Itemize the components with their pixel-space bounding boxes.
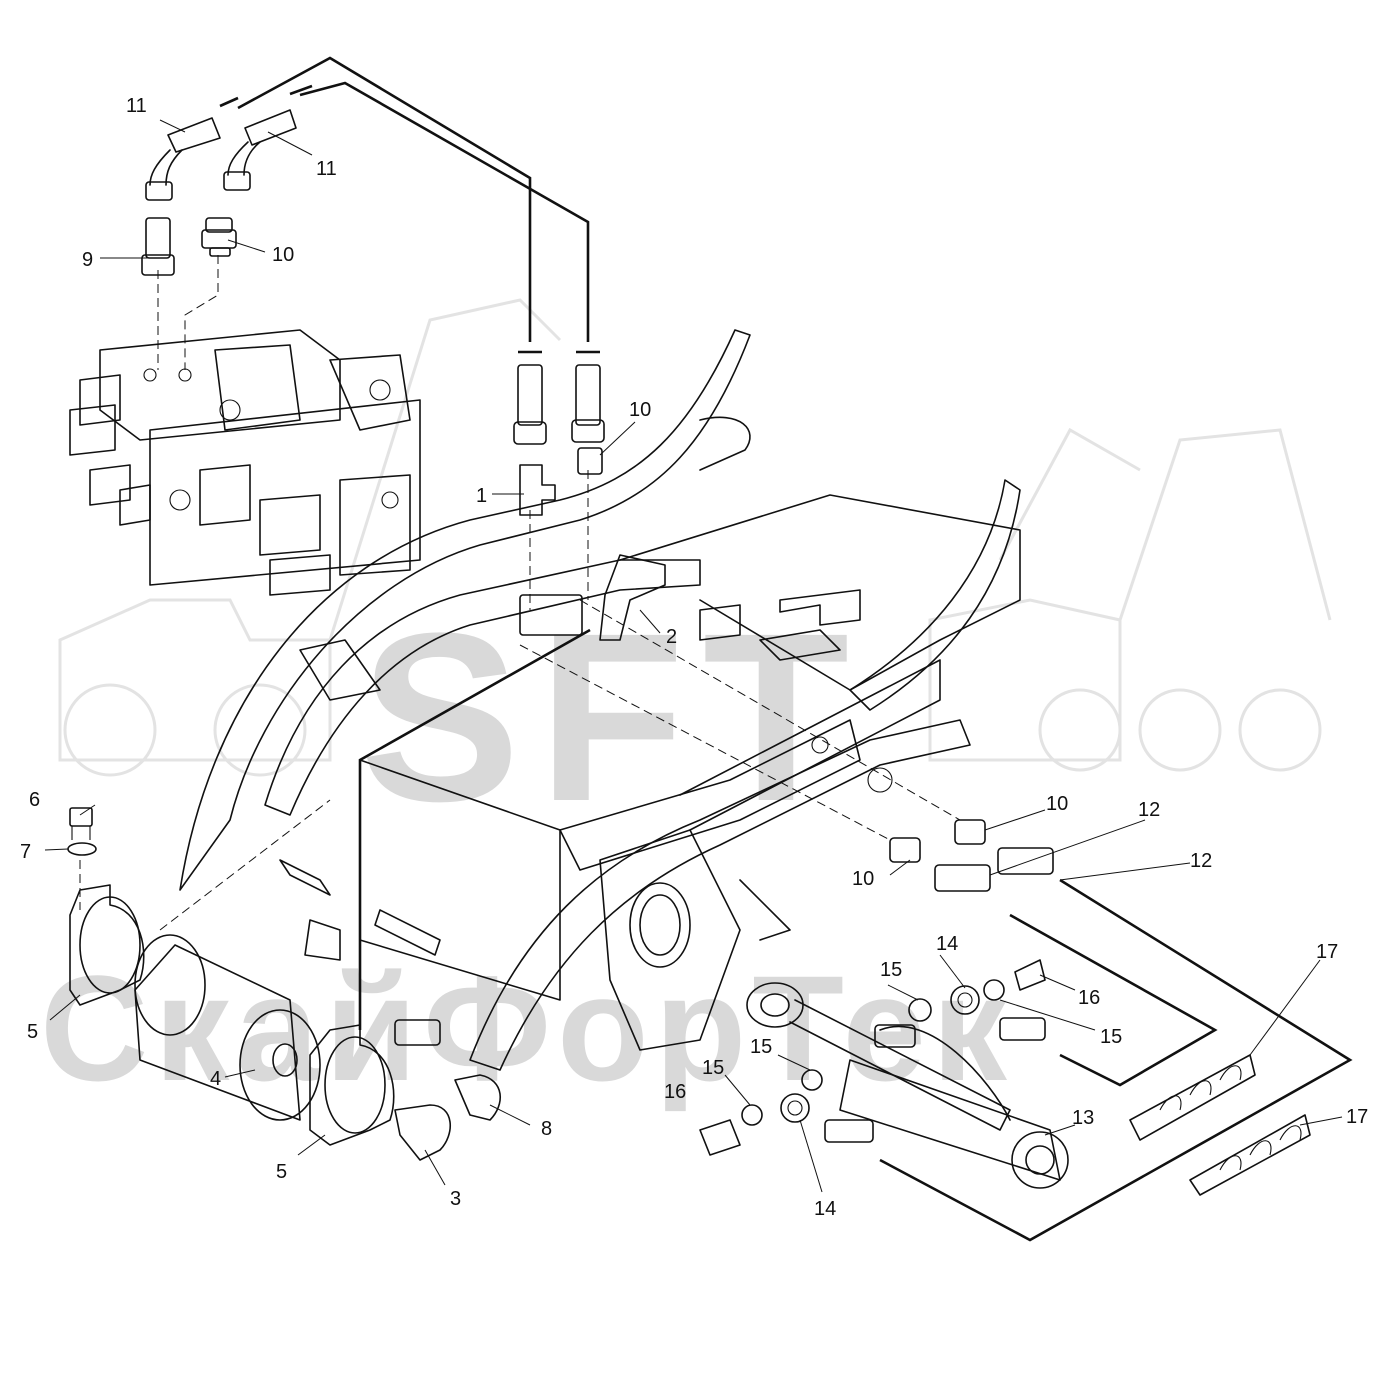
bolt-6	[69, 807, 93, 827]
callout-10-top: 10	[272, 244, 294, 266]
hose-end-cylinder	[824, 1119, 874, 1143]
callout-6: 6	[29, 789, 40, 811]
callout-15-mid: 15	[750, 1036, 772, 1058]
hose-12-lower-route	[1009, 913, 1218, 1087]
adapter-10-mid	[577, 447, 603, 475]
callout-12-lower: 12	[1190, 850, 1212, 872]
callout-16-upper: 16	[1078, 987, 1100, 1009]
hose-end-12-a	[934, 864, 991, 892]
callout-1: 1	[476, 485, 487, 507]
adapter-10-top	[205, 217, 233, 233]
callout-13: 13	[1072, 1107, 1094, 1129]
callout-4: 4	[210, 1068, 221, 1090]
hose-end-11-left	[167, 117, 221, 153]
callout-15-right: 15	[1100, 1026, 1122, 1048]
callout-5-left: 5	[27, 1021, 38, 1043]
callout-10-right-upper: 10	[1046, 793, 1068, 815]
hose-2-fitting	[599, 554, 666, 641]
machine-frame	[179, 329, 1021, 1071]
callout-12-upper: 12	[1138, 799, 1160, 821]
callout-14-upper: 14	[936, 933, 958, 955]
callout-8: 8	[541, 1118, 552, 1140]
washer-7	[67, 842, 97, 856]
adapter-10-right-a	[889, 837, 921, 863]
hose-12-upper-route	[879, 878, 1353, 1242]
hose-end-11-right	[244, 109, 297, 146]
hose-end-upper-right	[575, 364, 601, 426]
cylinder-13-rod-eye	[746, 982, 804, 1028]
mount-block	[519, 594, 583, 636]
washer-15-d	[741, 1104, 763, 1126]
watermark-company: СкайФорТек	[40, 944, 1013, 1112]
callout-3: 3	[450, 1188, 461, 1210]
washer-15-a	[908, 998, 932, 1022]
callout-15-upper: 15	[880, 959, 902, 981]
filter-4	[134, 944, 301, 1121]
callout-9: 9	[82, 249, 93, 271]
adapter-14-a	[950, 985, 980, 1015]
callout-10-right-lower: 10	[852, 868, 874, 890]
plug-16-a	[1014, 959, 1046, 991]
washer-15-b	[983, 979, 1005, 1001]
callout-16-lower: 16	[664, 1081, 686, 1103]
adapter-10-right-b	[954, 819, 986, 845]
callout-11-right: 11	[316, 158, 337, 180]
hose-end-12-b	[997, 847, 1054, 875]
elbow-3	[394, 1104, 452, 1161]
cylinder-assembly	[699, 819, 1311, 1196]
callout-labels: 11 11 9 10 10 1 2 10 10 12 12 14 15 16 1…	[20, 95, 1368, 1220]
watermark: SFT СкайФорТек	[40, 298, 1332, 1112]
hose-end-upper-left	[517, 364, 543, 426]
callout-5-right: 5	[276, 1161, 287, 1183]
control-valve-block	[69, 329, 421, 596]
hose-11-right-route	[299, 81, 590, 342]
clip-17-lower	[1189, 1114, 1311, 1196]
callout-17-lower: 17	[1346, 1106, 1368, 1128]
fittings-top	[141, 109, 666, 641]
hose-11-left-route	[237, 56, 532, 342]
callout-14-lower: 14	[814, 1198, 836, 1220]
clip-17-upper	[1129, 1054, 1256, 1141]
callout-2: 2	[666, 626, 677, 648]
callout-15-lower: 15	[702, 1057, 724, 1079]
callout-17-upper: 17	[1316, 941, 1338, 963]
callout-7: 7	[20, 841, 31, 863]
hose-end-15	[999, 1017, 1046, 1041]
clamp-5-left	[69, 884, 145, 1006]
adapter-14-b	[780, 1093, 810, 1123]
clamp-5-right	[309, 1024, 395, 1146]
leader-lines	[44, 119, 1343, 1193]
filter-assembly	[67, 807, 502, 1161]
callout-10-mid: 10	[629, 399, 651, 421]
tee-fitting-1	[519, 464, 556, 516]
callout-11-left: 11	[126, 95, 147, 117]
elbow-8	[454, 1074, 502, 1121]
adapter-9	[145, 217, 171, 259]
plug-16-b	[699, 1119, 741, 1156]
washer-15-c	[801, 1069, 823, 1091]
